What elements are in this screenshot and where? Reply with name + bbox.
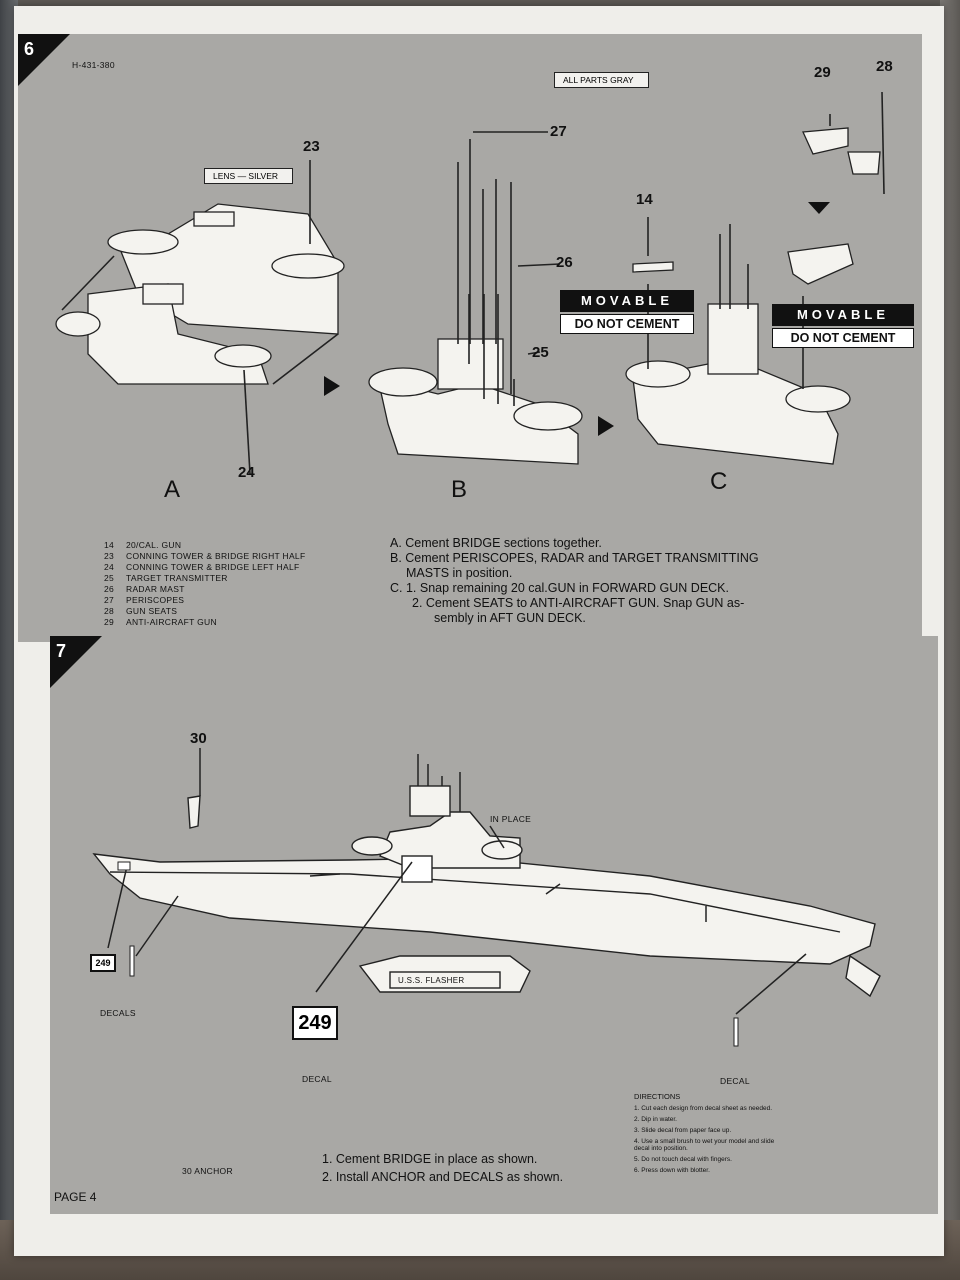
instruction-sheet: 6 H-431-380 ALL PARTS GRAY LENS — SILVER bbox=[14, 6, 944, 1256]
submarine-illustration bbox=[92, 748, 881, 1047]
directions-item: decal into position. bbox=[634, 1145, 688, 1152]
view-b-label: B bbox=[451, 476, 468, 503]
background-right bbox=[940, 0, 960, 1280]
view-a-label: A bbox=[164, 476, 181, 503]
page-number: PAGE 4 bbox=[54, 1190, 97, 1204]
small-decal-249: 249 bbox=[90, 954, 116, 972]
step-6-instructions: A. Cement BRIDGE sections together. B. C… bbox=[390, 536, 810, 626]
stand-nameplate: U.S.S. FLASHER bbox=[398, 976, 465, 985]
background-left bbox=[0, 0, 18, 1280]
directions-title: DIRECTIONS bbox=[634, 1092, 681, 1101]
label-25: 25 bbox=[532, 344, 549, 361]
step-7-instruction-2: 2. Install ANCHOR and DECALS as shown. bbox=[322, 1170, 564, 1184]
instruction-c-line-2: 2. Cement SEATS to ANTI-AIRCRAFT GUN. Sn… bbox=[412, 596, 745, 610]
step-6-illustration bbox=[55, 91, 885, 475]
step-6-panel: 6 H-431-380 ALL PARTS GRAY LENS — SILVER bbox=[18, 34, 922, 642]
movable-label-left: MOVABLE bbox=[560, 290, 694, 312]
step-7-number: 7 bbox=[56, 641, 67, 661]
label-28: 28 bbox=[876, 58, 893, 75]
decal-directions: DIRECTIONS 1. Cut each design from decal… bbox=[634, 1092, 775, 1174]
directions-item: 3. Slide decal from paper face up. bbox=[634, 1127, 732, 1134]
step-6-badge bbox=[18, 34, 70, 86]
step-7-instruction-1: 1. Cement BRIDGE in place as shown. bbox=[322, 1152, 538, 1166]
instruction-a: A. Cement BRIDGE sections together. bbox=[390, 536, 602, 550]
step-6-number: 6 bbox=[24, 39, 35, 59]
decals-label: DECALS bbox=[100, 1008, 136, 1018]
instruction-c-line-3: sembly in AFT GUN DECK. bbox=[434, 611, 586, 625]
directions-item: 6. Press down with blotter. bbox=[634, 1167, 710, 1174]
label-14: 14 bbox=[636, 191, 653, 208]
decal-right-label: DECAL bbox=[720, 1076, 750, 1086]
instruction-c-line-1: C. 1. Snap remaining 20 cal.GUN in FORWA… bbox=[390, 581, 729, 595]
label-24: 24 bbox=[238, 464, 255, 481]
do-not-cement-left: DO NOT CEMENT bbox=[560, 314, 694, 334]
instruction-b-line-1: B. Cement PERISCOPES, RADAR and TARGET T… bbox=[390, 551, 759, 565]
label-30: 30 bbox=[190, 730, 207, 747]
label-23: 23 bbox=[303, 138, 320, 155]
decal-label: DECAL bbox=[302, 1074, 332, 1084]
directions-item: 1. Cut each design from decal sheet as n… bbox=[634, 1105, 773, 1112]
directions-item: 2. Dip in water. bbox=[634, 1116, 677, 1123]
in-place-label: IN PLACE bbox=[490, 814, 532, 824]
do-not-cement-right: DO NOT CEMENT bbox=[772, 328, 914, 348]
label-27: 27 bbox=[550, 123, 567, 140]
all-parts-gray-label: ALL PARTS GRAY bbox=[554, 72, 649, 88]
directions-item: 4. Use a small brush to wet your model a… bbox=[634, 1138, 775, 1145]
part-code: H-431-380 bbox=[72, 60, 115, 70]
view-c-label: C bbox=[710, 468, 728, 495]
anchor-part-label: 30 ANCHOR bbox=[182, 1166, 233, 1176]
step-7-panel: 7 bbox=[50, 636, 938, 1214]
lens-silver-label: LENS — SILVER bbox=[204, 168, 294, 184]
label-26: 26 bbox=[556, 254, 573, 271]
directions-item: 5. Do not touch decal with fingers. bbox=[634, 1156, 732, 1163]
label-29: 29 bbox=[814, 64, 831, 81]
instruction-b-line-2: MASTS in position. bbox=[406, 566, 513, 580]
movable-label-right: MOVABLE bbox=[772, 304, 914, 326]
large-decal-249: 249 bbox=[292, 1006, 338, 1040]
step-7-badge bbox=[50, 636, 102, 688]
